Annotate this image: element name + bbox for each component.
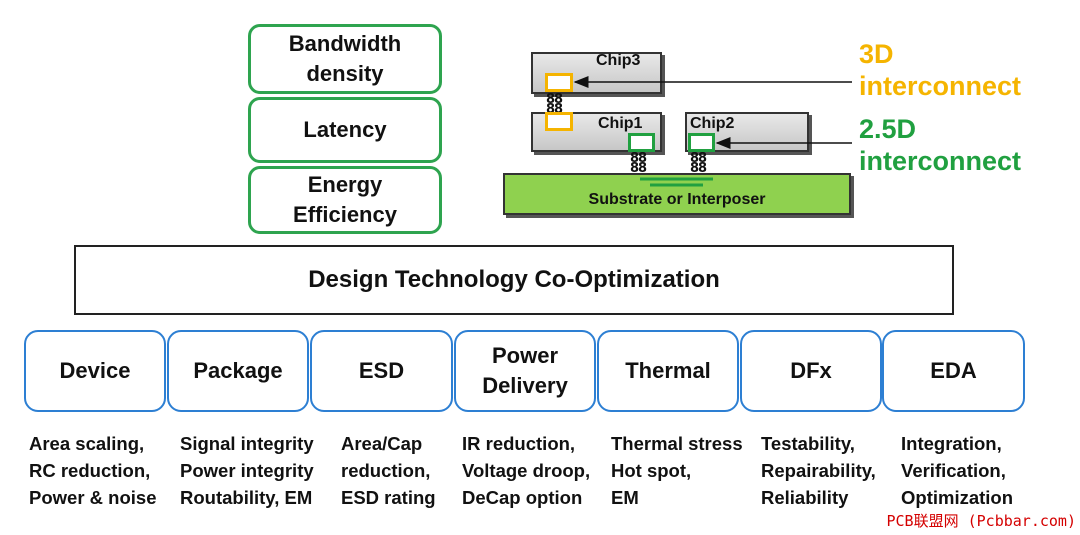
- category-desc-power-delivery: IR reduction,Voltage droop,DeCap option: [462, 433, 591, 508]
- category-title: DFx: [790, 358, 832, 383]
- category-desc-eda: Integration,Verification,Optimization: [901, 433, 1014, 508]
- 25d-pad-chip1: [628, 133, 655, 152]
- watermark: PCB联盟网 (Pcbbar.com): [886, 512, 1077, 530]
- metric-latency: Latency: [248, 97, 442, 163]
- category-title: ESD: [358, 358, 405, 383]
- category-title: Power: [491, 343, 559, 368]
- 3d-pad-bottom: [545, 112, 573, 131]
- category-title: Delivery: [482, 373, 568, 398]
- dtco-banner: Design Technology Co-Optimization: [74, 245, 954, 315]
- chip3-label: Chip3: [596, 52, 641, 69]
- category-desc-device: Area scaling,RC reduction,Power & noise: [29, 433, 157, 508]
- 25d-pad-chip2: [688, 133, 715, 152]
- substrate: Substrate or Interposer: [503, 173, 851, 215]
- chip2-label: Chip2: [690, 115, 735, 132]
- category-eda: EDA: [882, 330, 1025, 412]
- category-title: Device: [59, 358, 131, 383]
- metric-bandwidth-density: Bandwidth density: [248, 24, 442, 94]
- metric-label: Latency: [303, 117, 387, 142]
- category-thermal: Thermal: [597, 330, 739, 412]
- category-desc-dfx: Testability,Repairability,Reliability: [761, 433, 876, 508]
- category-title: Package: [193, 358, 283, 383]
- 3d-pad-top: [545, 73, 573, 92]
- chip1-label: Chip1: [598, 115, 643, 132]
- metric-label: density: [306, 61, 384, 86]
- category-title: Thermal: [625, 358, 711, 383]
- substrate-label: Substrate or Interposer: [588, 191, 766, 208]
- category-dfx: DFx: [740, 330, 882, 412]
- category-esd: ESD: [310, 330, 453, 412]
- category-title: EDA: [930, 358, 977, 383]
- category-package: Package: [167, 330, 309, 412]
- metric-label: Bandwidth: [288, 31, 402, 56]
- metric-label: Efficiency: [293, 202, 397, 227]
- dtco-title: Design Technology Co-Optimization: [308, 266, 720, 293]
- metric-label: Energy: [307, 172, 383, 197]
- category-device: Device: [24, 330, 166, 412]
